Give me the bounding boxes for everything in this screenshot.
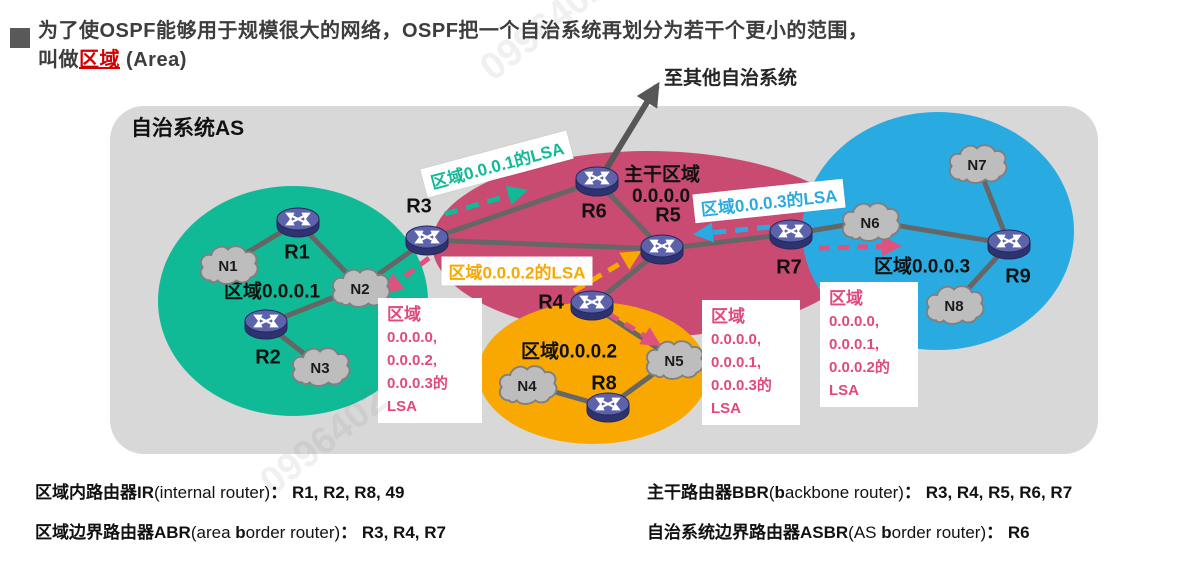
lsa-box-line: 0.0.0.1, (711, 354, 762, 371)
network-cloud-N1: N1 (196, 242, 260, 292)
legend-segment: R3, R4, R5, R6, R7 (925, 483, 1073, 502)
legend-item-ir: 区域内路由器IR(internal router)： R1, R2, R8, 4… (35, 478, 404, 503)
legend-segment: ： (903, 483, 926, 502)
network-label-N6: N6 (860, 214, 880, 232)
backbone-label: 主干区域 (623, 164, 701, 186)
router-label-R9: R9 (1005, 265, 1031, 288)
legend-segment: (area (190, 523, 236, 542)
router-icon (986, 227, 1032, 261)
network-cloud-N4: N4 (495, 362, 559, 412)
router-R5 (639, 232, 685, 271)
lsa-box-line: 0.0.0.0, (711, 331, 762, 348)
legend-segment: b (881, 523, 892, 542)
legend-item-asbr: 自治系统边界路由器ASBR(AS border router)： R6 (647, 518, 1030, 543)
lsa-list-box-1: 区域 0.0.0.0, 0.0.0.2, 0.0.0.3的LSA (378, 298, 482, 423)
lsa-box-line: 0.0.0.1, (829, 336, 880, 353)
network-cloud-N5: N5 (642, 337, 706, 387)
router-R2 (243, 307, 289, 346)
title-line1: 为了使OSPF能够用于规模很大的网络，OSPF把一个自治系统再划分为若干个更小的… (38, 20, 869, 42)
lsa-list-box-3: 区域 0.0.0.0, 0.0.0.1, 0.0.0.2的LSA (820, 282, 918, 407)
lsa-list-box-2: 区域 0.0.0.0, 0.0.0.1, 0.0.0.3的LSA (702, 300, 800, 425)
router-icon (639, 232, 685, 266)
legend-segment: ： (270, 483, 292, 502)
as-label: 自治系统AS (131, 117, 245, 140)
router-label-R8: R8 (591, 372, 617, 395)
legend-segment: (internal router) (154, 483, 271, 502)
page-title: 为了使OSPF能够用于规模很大的网络，OSPF把一个自治系统再划分为若干个更小的… (38, 17, 868, 75)
legend-segment: b (235, 523, 246, 542)
lsa-box-title: 区域 (387, 305, 421, 324)
router-icon (768, 217, 814, 251)
router-label-R7: R7 (776, 256, 802, 279)
router-label-R1: R1 (284, 241, 310, 264)
router-icon (569, 288, 615, 322)
legend-segment: R6 (1007, 523, 1030, 542)
to-other-as-label: 至其他自治系统 (664, 68, 798, 89)
router-icon (243, 307, 289, 341)
lsa-box-title: 区域 (711, 307, 745, 326)
router-icon (275, 205, 321, 239)
network-cloud-N6: N6 (838, 199, 902, 249)
area3-label: 区域0.0.0.3 (873, 256, 971, 278)
router-R9 (986, 227, 1032, 266)
area-term-highlight: 区域 (79, 49, 120, 71)
lsa-flow-tag-area2: 区域0.0.0.2的LSA (441, 256, 593, 286)
network-label-N4: N4 (517, 377, 537, 395)
lsa-box-line: 0.0.0.0, (387, 329, 438, 346)
router-label-R6: R6 (581, 200, 607, 223)
network-label-N7: N7 (967, 156, 987, 174)
network-cloud-N7: N7 (945, 141, 1009, 191)
legend-segment: order router) (891, 523, 987, 542)
router-icon (574, 164, 620, 198)
title-line2-suffix: (Area) (120, 49, 187, 71)
router-R1 (275, 205, 321, 244)
router-R4 (569, 288, 615, 327)
legend-segment: 区域内路由器IR (35, 483, 154, 502)
network-cloud-N8: N8 (922, 282, 986, 332)
router-label-R5: R5 (655, 204, 681, 227)
legend-segment: (AS (848, 523, 882, 542)
router-label-R4: R4 (538, 291, 564, 314)
router-R7 (768, 217, 814, 256)
legend-segment: R1, R2, R8, 49 (291, 483, 405, 502)
lsa-box-line: 0.0.0.3的LSA (711, 377, 772, 417)
legend-segment: 区域边界路由器ABR (35, 523, 191, 542)
legend-segment: order router) (245, 523, 341, 542)
legend-item-bbr: 主干路由器BBR(backbone router)： R3, R4, R5, R… (647, 478, 1072, 503)
legend-segment: 主干路由器BBR (647, 483, 769, 502)
lsa-box-line: 0.0.0.0, (829, 313, 880, 330)
legend-segment: ： (340, 523, 362, 542)
legend-segment: 自治系统边界路由器ASBR (647, 523, 849, 542)
legend-segment: ackbone router) (784, 483, 904, 502)
network-label-N8: N8 (944, 297, 964, 315)
network-label-N5: N5 (664, 352, 684, 370)
router-label-R3: R3 (406, 195, 432, 218)
router-R6 (574, 164, 620, 203)
legend-segment: b (774, 483, 785, 502)
legend-segment: ： (986, 523, 1008, 542)
lsa-box-line: 0.0.0.2的LSA (829, 359, 890, 399)
lsa-box-line: 0.0.0.3的LSA (387, 375, 448, 415)
network-cloud-N3: N3 (288, 344, 352, 394)
legend-segment: ( (768, 483, 775, 502)
area2-label: 区域0.0.0.2 (520, 341, 618, 363)
legend-item-abr: 区域边界路由器ABR(area border router)： R3, R4, … (35, 518, 446, 543)
bullet-square (10, 28, 30, 48)
network-label-N3: N3 (310, 359, 330, 377)
title-line2-prefix: 叫做 (38, 49, 79, 71)
router-icon (404, 223, 450, 257)
legend-segment: R3, R4, R7 (361, 523, 446, 542)
lsa-box-line: 0.0.0.2, (387, 352, 438, 369)
lsa-box-title: 区域 (829, 289, 863, 308)
router-label-R2: R2 (255, 346, 281, 369)
network-label-N1: N1 (218, 257, 238, 275)
router-R8 (585, 390, 631, 429)
